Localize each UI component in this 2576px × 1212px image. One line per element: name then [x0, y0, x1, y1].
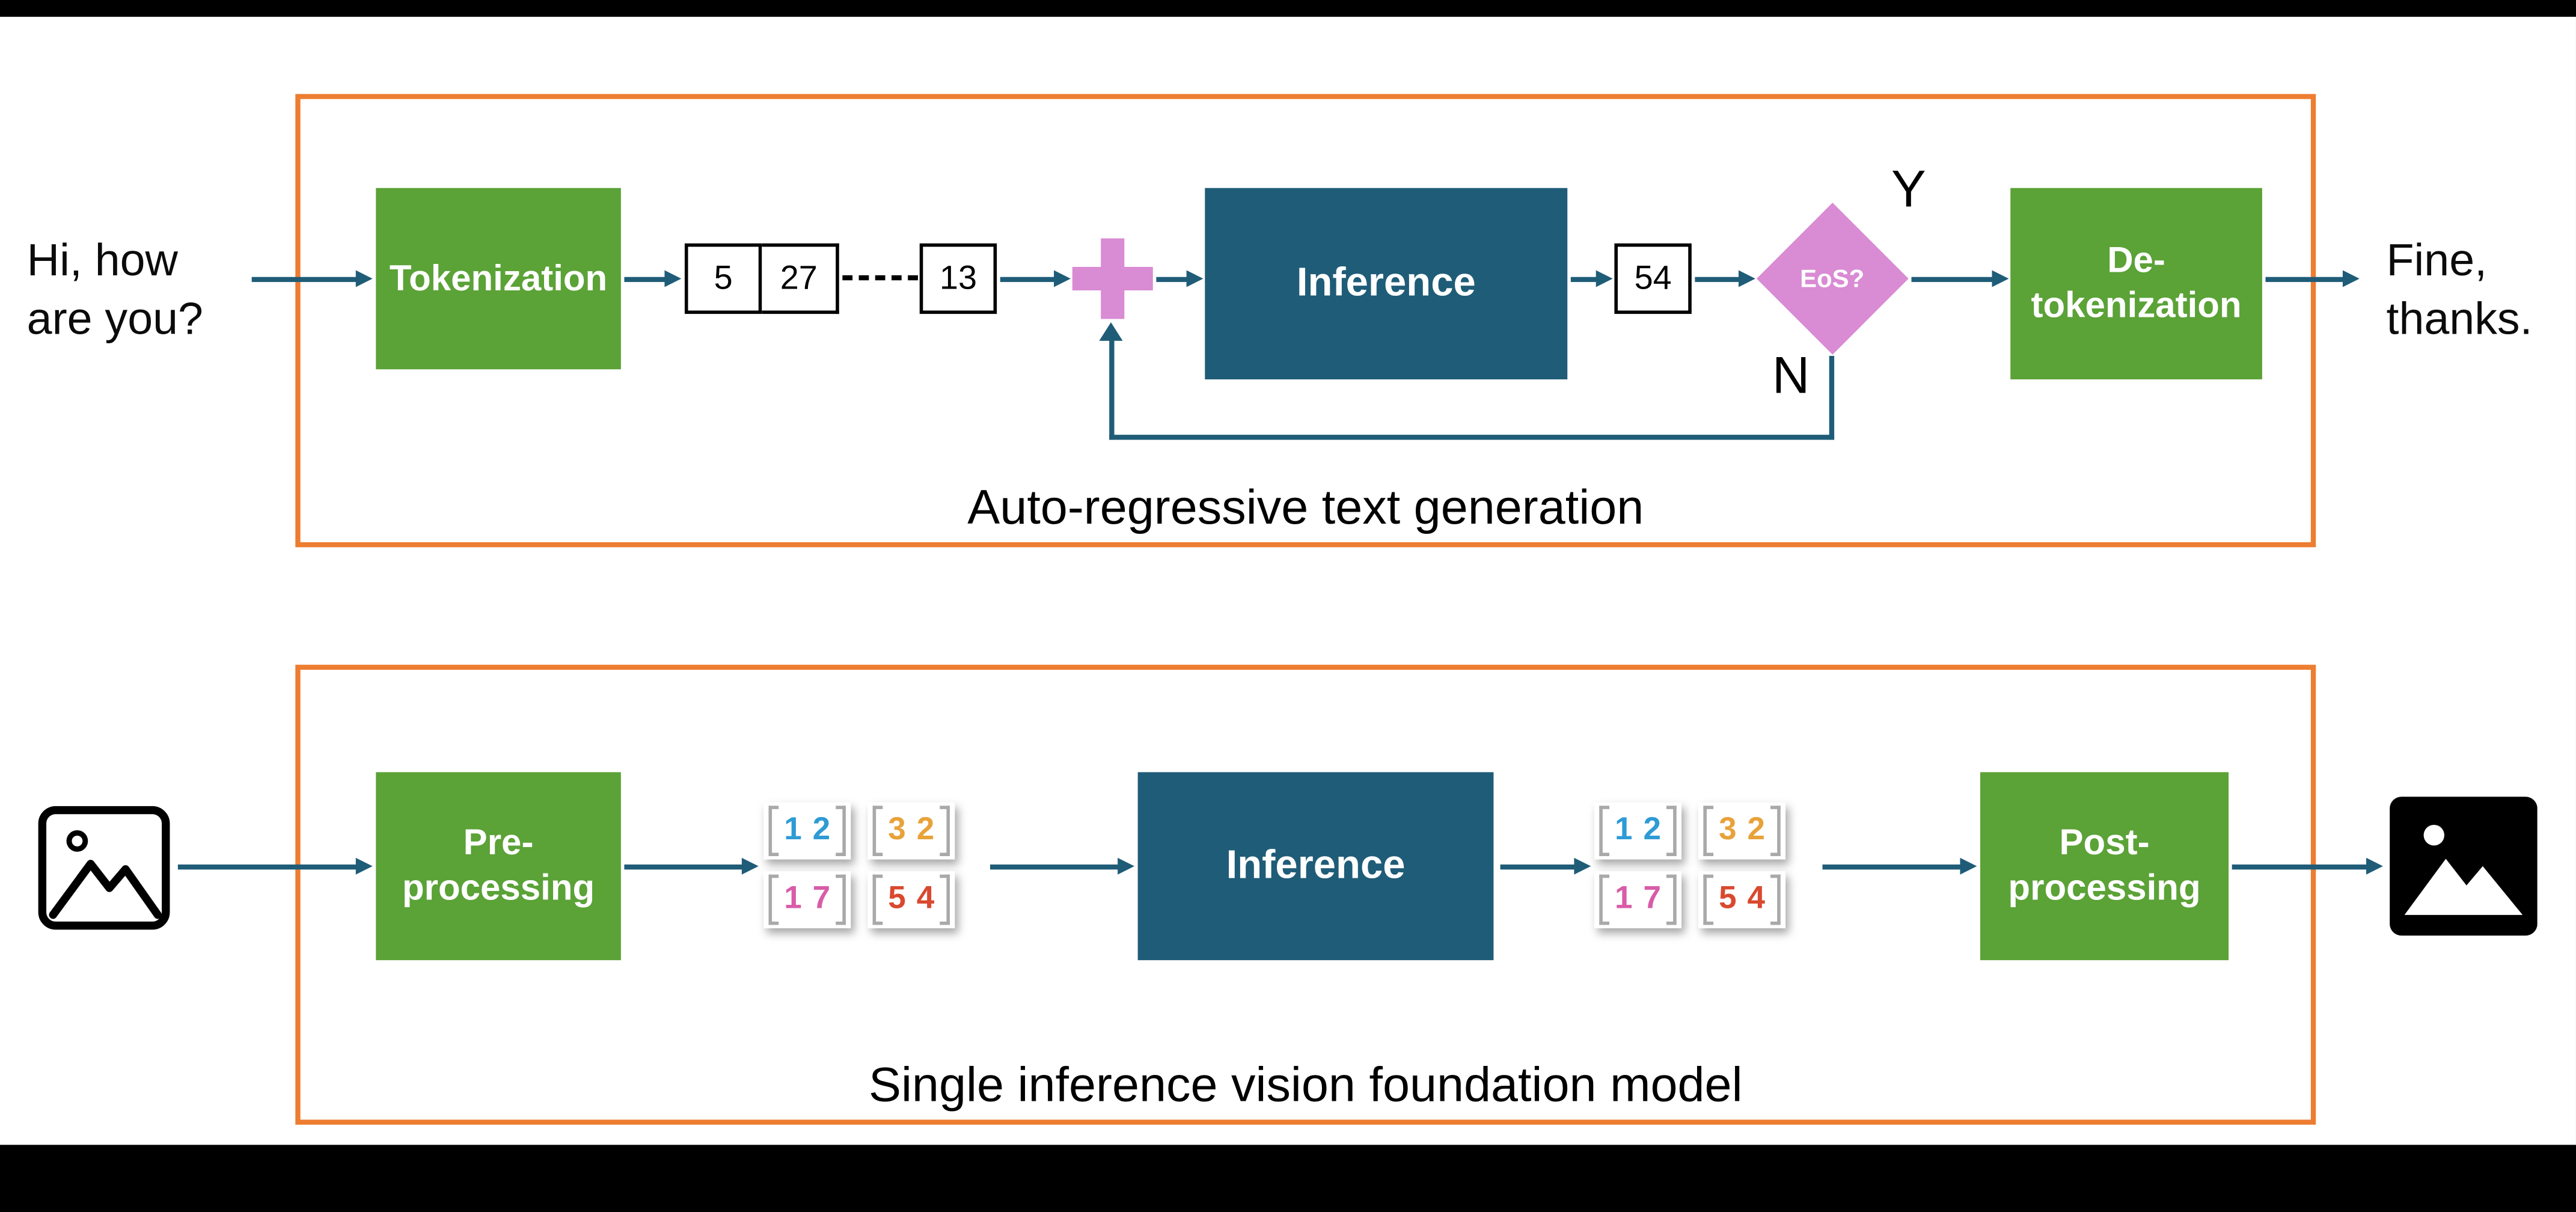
matrix-number: 2	[916, 812, 935, 848]
concat-plus-icon	[1072, 238, 1153, 319]
autoregressive-frame	[295, 94, 2316, 548]
postprocessing-label-line1: Post-	[2059, 822, 2150, 863]
bracket-left-icon	[768, 806, 779, 857]
preprocessing-label-line1: Pre-	[463, 822, 534, 863]
bracket-left-icon	[1599, 874, 1610, 925]
matrix-number: 7	[1643, 881, 1661, 917]
detokenization-box: De- tokenization	[2010, 188, 2262, 380]
bracket-right-icon	[836, 806, 846, 857]
bracket-right-icon	[836, 874, 846, 925]
bracket-right-icon	[940, 874, 950, 925]
bracket-right-icon	[1770, 806, 1781, 857]
input-text-line1: Hi, how	[26, 234, 178, 286]
matrix-number: 5	[1719, 881, 1737, 917]
matrix-number: 1	[784, 812, 802, 848]
no-branch-label: N	[1772, 346, 1810, 405]
flow-arrow	[990, 856, 1135, 877]
feedback-arrow-segment	[1829, 355, 1835, 440]
token-cell: 5	[684, 243, 762, 314]
postprocessing-box: Post- processing	[1980, 772, 2229, 961]
bracket-left-icon	[1703, 874, 1714, 925]
flow-arrow	[624, 856, 759, 877]
ellipsis-dash	[842, 275, 918, 281]
flow-arrow	[251, 269, 373, 289]
inference-box-text: Inference	[1205, 188, 1568, 380]
matrix-number: 1	[784, 881, 802, 917]
detokenization-label-line2: tokenization	[2031, 285, 2242, 326]
preprocessing-box: Pre- processing	[376, 772, 621, 961]
output-image-icon	[2390, 797, 2538, 936]
bracket-left-icon	[872, 806, 883, 857]
flow-arrow	[1500, 856, 1591, 877]
input-text: Hi, how are you?	[27, 231, 271, 349]
matrix-number: 4	[916, 881, 935, 917]
bracket-left-icon	[1703, 806, 1714, 857]
output-text: Fine, thanks.	[2387, 231, 2575, 349]
matrix-number: 3	[888, 812, 906, 848]
flow-arrow	[1000, 269, 1071, 289]
autoregressive-caption: Auto-regressive text generation	[967, 482, 1644, 536]
feedback-arrow-segment	[1109, 335, 1115, 440]
eos-label: EoS?	[1800, 264, 1865, 293]
yes-branch-label: Y	[1891, 159, 1926, 218]
vision-inference-label: Inference	[1226, 842, 1406, 889]
output-text-line2: thanks.	[2386, 293, 2533, 344]
feedback-arrowhead	[1099, 322, 1123, 341]
vision-inference-box: Inference	[1137, 772, 1494, 961]
input-image-icon	[38, 806, 170, 930]
generated-token-box: 54	[1614, 243, 1692, 314]
flow-arrow	[2265, 269, 2360, 289]
bracket-left-icon	[1599, 806, 1610, 857]
bracket-right-icon	[1666, 806, 1677, 857]
preprocessing-label-line2: processing	[402, 868, 595, 908]
matrix-number: 3	[1719, 812, 1737, 848]
token-strip: 5 27	[684, 243, 839, 314]
bracket-left-icon	[768, 874, 779, 925]
flow-arrow	[1695, 269, 1755, 289]
matrix-number: 2	[1643, 812, 1661, 848]
detokenization-label-line1: De-	[2107, 240, 2165, 281]
matrix-number: 5	[888, 881, 906, 917]
bracket-right-icon	[940, 806, 950, 857]
matrix-number: 1	[1614, 812, 1633, 848]
bracket-right-icon	[1666, 874, 1677, 925]
flow-arrow	[1156, 269, 1204, 289]
bracket-left-icon	[872, 874, 883, 925]
flow-arrow	[2232, 856, 2383, 877]
matrix-number: 1	[1614, 881, 1633, 917]
tokenization-label: Tokenization	[389, 257, 608, 298]
inference-label: Inference	[1296, 260, 1476, 306]
token-cell: 13	[919, 243, 997, 314]
vision-model-caption: Single inference vision foundation model	[868, 1059, 1743, 1113]
output-text-line1: Fine,	[2386, 234, 2488, 286]
tokenization-box: Tokenization	[376, 188, 621, 370]
flow-arrow	[1911, 269, 2009, 289]
token-cell: 27	[762, 243, 839, 314]
flow-arrow	[177, 856, 373, 877]
postprocessing-label-line2: processing	[2008, 868, 2201, 908]
vision-model-frame	[295, 664, 2316, 1125]
matrix-number: 7	[812, 881, 831, 917]
matrix-number: 4	[1747, 881, 1766, 917]
bracket-right-icon	[1770, 874, 1781, 925]
matrix-number: 2	[1747, 812, 1766, 848]
flow-arrow	[624, 269, 682, 289]
flow-arrow	[1570, 269, 1613, 289]
flow-arrow	[1822, 856, 1977, 877]
feedback-arrow-segment	[1109, 435, 1835, 440]
matrix-number: 2	[812, 812, 831, 848]
input-text-line2: are you?	[26, 293, 203, 344]
